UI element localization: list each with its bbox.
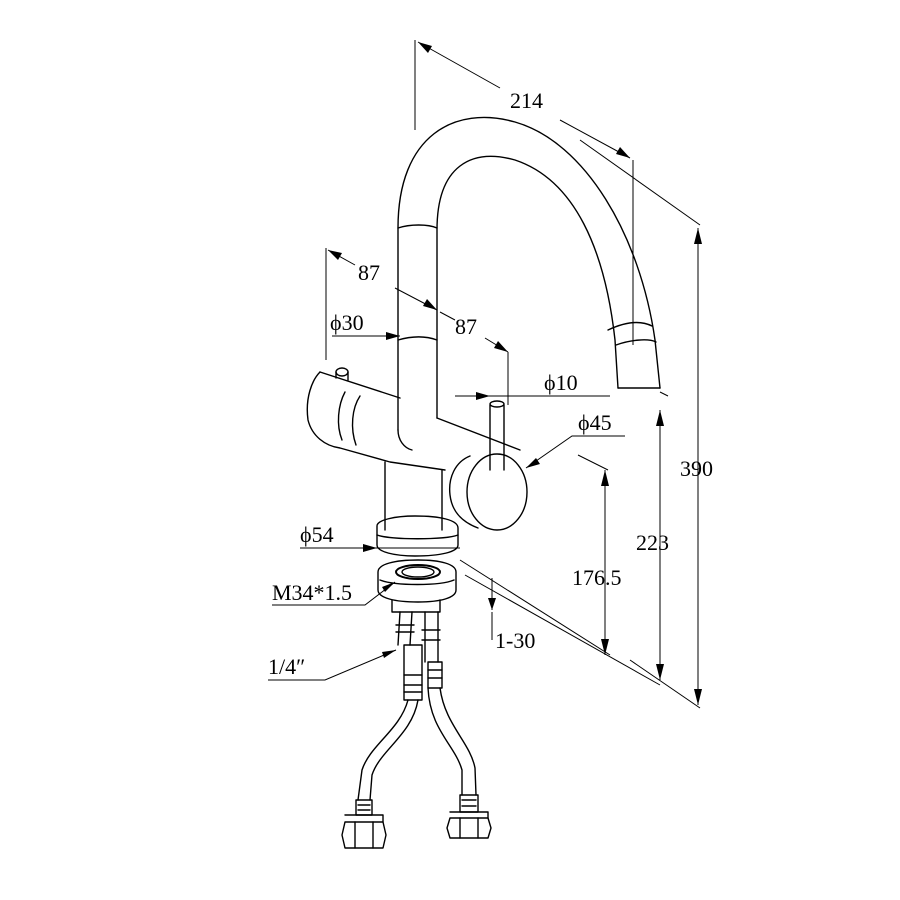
dim-cold-handle-dia: ϕ30 bbox=[330, 310, 364, 335]
dim-spout-outlet-height: 223 bbox=[636, 530, 669, 555]
dim-base-dia: ϕ54 bbox=[300, 522, 334, 547]
dim-mount-thickness: 1-30 bbox=[495, 628, 535, 653]
dim-hose-connection: 1/4″ bbox=[268, 654, 305, 679]
faucet-body bbox=[306, 367, 528, 531]
dimension-lines bbox=[268, 40, 702, 709]
dim-total-height: 390 bbox=[680, 456, 713, 481]
dim-thread: M34*1.5 bbox=[272, 580, 352, 605]
base-assembly bbox=[376, 515, 459, 663]
dim-body-right: 87 bbox=[455, 314, 477, 339]
dim-spout-reach: 214 bbox=[510, 88, 543, 113]
dim-hot-handle-dia: ϕ45 bbox=[578, 410, 612, 435]
dim-body-height: 176.5 bbox=[572, 565, 622, 590]
spout bbox=[397, 116, 661, 431]
dim-body-left: 87 bbox=[358, 260, 380, 285]
dim-hot-lever-dia: ϕ10 bbox=[544, 370, 578, 395]
supply-hoses bbox=[341, 644, 492, 849]
dimension-labels: 214 87 87 ϕ30 ϕ10 ϕ45 ϕ54 M34*1.5 1-30 1… bbox=[268, 88, 713, 679]
